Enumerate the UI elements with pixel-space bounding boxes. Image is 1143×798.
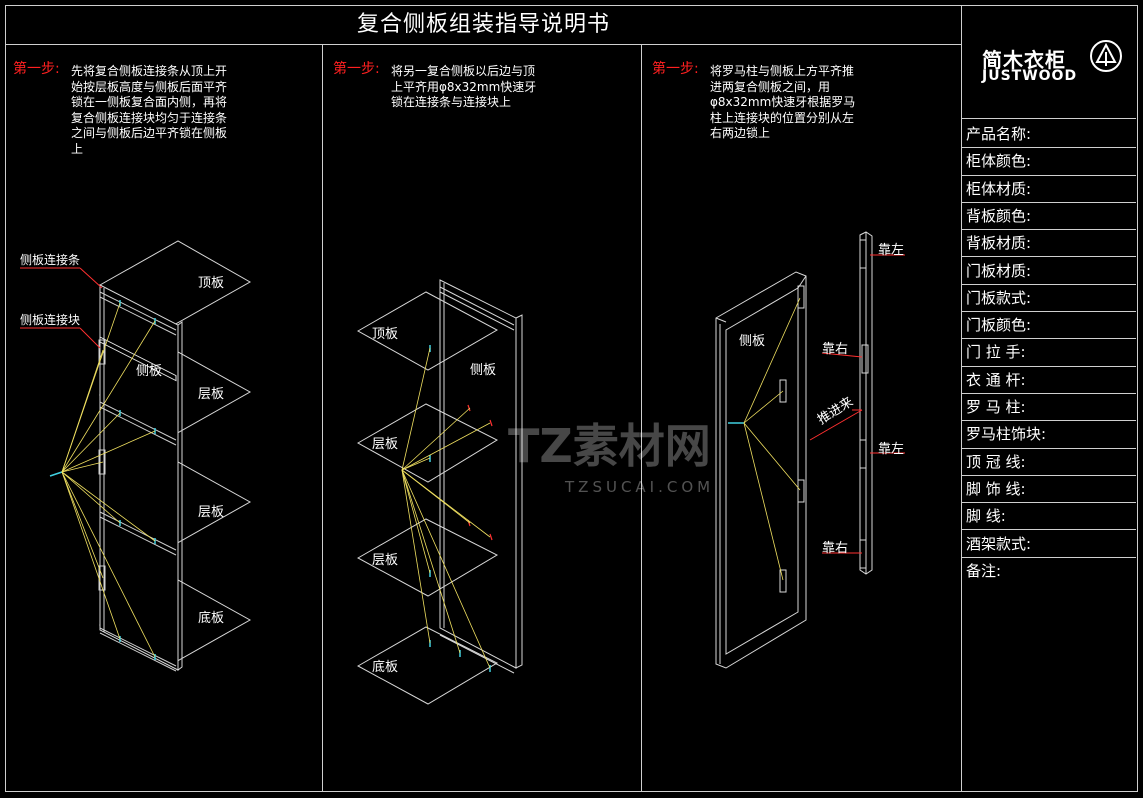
outer-frame bbox=[5, 5, 1138, 792]
title-block-field: 罗 马 柱: bbox=[962, 394, 1136, 422]
title-block-field: 柜体材质: bbox=[962, 176, 1136, 203]
p1-callout-block: 侧板连接块 bbox=[20, 313, 81, 327]
logo-text-en: JUSTWOOD bbox=[982, 68, 1078, 84]
title-block-field: 酒架款式: bbox=[962, 531, 1136, 558]
p1-label-bottom: 底板 bbox=[198, 611, 225, 626]
panel3-step-label: 第一步: bbox=[652, 61, 699, 77]
p2-label-shelf2: 层板 bbox=[372, 553, 399, 568]
title-block-field: 门板款式: bbox=[962, 285, 1136, 313]
title-block-field: 脚 饰 线: bbox=[962, 476, 1136, 504]
p2-label-top: 顶板 bbox=[372, 327, 399, 342]
panel-divider-2 bbox=[641, 44, 642, 792]
panel2-step-text: 将另一复合侧板以后边与顶上平齐用φ8x32mm快速牙锁在连接条与连接块上 bbox=[391, 64, 537, 109]
p3-callout-left-2: 靠左 bbox=[878, 442, 905, 457]
p2-label-bottom: 底板 bbox=[372, 660, 399, 675]
p3-side-panel bbox=[715, 271, 807, 669]
panel1-step: 第一步: 先将复合侧板连接条从顶上开始按层板高度与侧板后面平齐锁在一侧板复合面内… bbox=[13, 61, 243, 155]
title-block-field: 罗马柱饰块: bbox=[962, 421, 1136, 449]
p2-label-side: 侧板 bbox=[470, 363, 497, 378]
page-title: 复合侧板组装指导说明书 bbox=[356, 12, 610, 37]
panel3-step-text: 将罗马柱与侧板上方平齐推进两复合侧板之间，用φ8x32mm快速牙根据罗马柱上连接… bbox=[710, 64, 856, 140]
title-block-field: 顶 冠 线: bbox=[962, 449, 1136, 476]
title-block-field: 柜体颜色: bbox=[962, 148, 1136, 176]
p3-callout-right-1: 靠右 bbox=[822, 342, 849, 357]
panel-divider-1 bbox=[322, 44, 323, 792]
panel1-step-text: 先将复合侧板连接条从顶上开始按层板高度与侧板后面平齐锁在一侧板复合面内侧，再将复… bbox=[71, 64, 228, 156]
title-block-field: 备注: bbox=[966, 561, 1002, 580]
watermark-sub: TZSUCAI.COM bbox=[565, 478, 715, 496]
title-block-divider bbox=[961, 5, 962, 792]
title-block-field: 门板材质: bbox=[962, 258, 1136, 285]
title-block-field: 门板颜色: bbox=[962, 312, 1136, 340]
assembly-drawing bbox=[20, 231, 905, 705]
title-block-field: 衣 通 杆: bbox=[962, 367, 1136, 394]
panel1-step-label: 第一步: bbox=[13, 61, 60, 77]
logo-box: 简木衣柜 JUSTWOOD bbox=[962, 6, 1136, 119]
title-block-field: 门 拉 手: bbox=[962, 339, 1136, 367]
p2-shelf-2 bbox=[356, 518, 499, 597]
p2-side-board bbox=[439, 279, 517, 669]
p1-label-side: 侧板 bbox=[136, 364, 163, 379]
p3-callout-right-2: 靠右 bbox=[822, 541, 849, 556]
panel2-step-label: 第一步: bbox=[333, 61, 380, 77]
p3-label-side: 侧板 bbox=[739, 334, 766, 349]
p2-bottom-board bbox=[356, 626, 499, 705]
title-block-field: 背板颜色: bbox=[962, 203, 1136, 231]
panel3-step: 第一步: 将罗马柱与侧板上方平齐推进两复合侧板之间，用φ8x32mm快速牙根据罗… bbox=[652, 61, 882, 140]
title-divider bbox=[5, 44, 962, 45]
title-block-field: 脚 线: bbox=[962, 503, 1136, 531]
watermark-main: TZ素材网 bbox=[508, 419, 711, 473]
p1-callout-strip: 侧板连接条 bbox=[20, 253, 81, 267]
panel2-step: 第一步: 将另一复合侧板以后边与顶上平齐用φ8x32mm快速牙锁在连接条与连接块… bbox=[333, 61, 563, 109]
logo-text-cn: 简木衣柜 bbox=[982, 48, 1066, 72]
p1-label-top: 顶板 bbox=[198, 276, 225, 291]
p2-top-board bbox=[356, 291, 499, 371]
logo-emblem-icon bbox=[1090, 40, 1122, 72]
title-block-field: 产品名称: bbox=[962, 121, 1136, 149]
p1-label-shelf1: 层板 bbox=[198, 387, 225, 402]
p1-label-shelf2: 层板 bbox=[198, 505, 225, 520]
p3-callout-left-1: 靠左 bbox=[878, 243, 905, 258]
p2-label-shelf1: 层板 bbox=[372, 437, 399, 452]
title-block-field: 背板材质: bbox=[962, 230, 1136, 258]
